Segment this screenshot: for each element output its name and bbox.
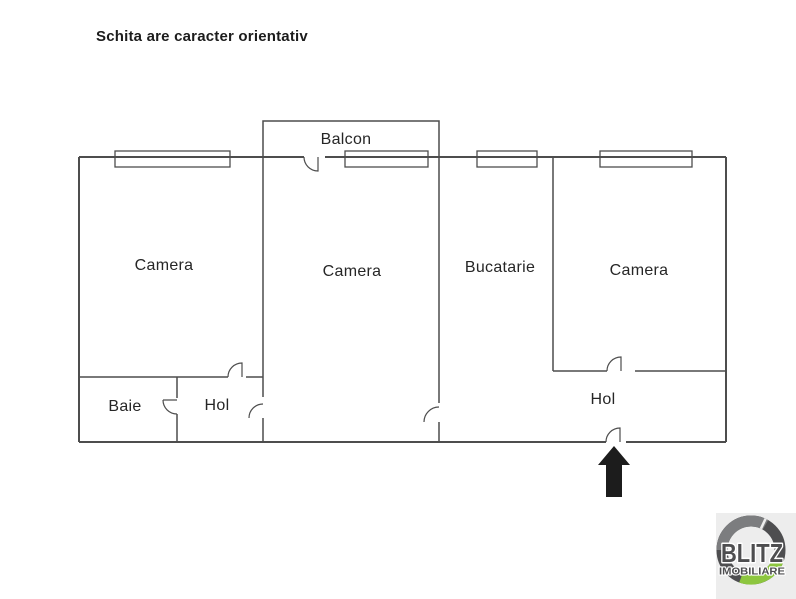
- balcony-walls: [262, 120, 440, 157]
- door-balcon: [303, 156, 319, 172]
- room-label-camera-left: Camera: [134, 257, 194, 274]
- logo-ring-slit: [759, 518, 767, 530]
- door-baie: [162, 399, 178, 415]
- agency-logo: BLITZ IMOBILIARE: [716, 513, 796, 599]
- logo-brand-text: BLITZ: [721, 538, 783, 568]
- room-label-camera-right: Camera: [609, 262, 669, 279]
- room-label-baie: Baie: [108, 398, 142, 415]
- logo-ring-highlight: [716, 515, 769, 551]
- window-camera-left: [114, 150, 231, 168]
- logo-subtitle-text: IMOBILIARE: [719, 566, 785, 578]
- window-balcon: [344, 150, 429, 168]
- plan-disclaimer: Schita are caracter orientativ: [96, 28, 308, 45]
- door-entrance: [605, 427, 621, 443]
- room-label-camera-middle: Camera: [322, 263, 382, 280]
- logo-ring-accent: [739, 557, 784, 585]
- outer-walls: [78, 156, 727, 443]
- room-label-hol-small: Hol: [204, 397, 230, 414]
- window-camera-right: [599, 150, 693, 168]
- window-bucatarie: [476, 150, 538, 168]
- room-label-balcon: Balcon: [320, 131, 372, 148]
- room-label-bucatarie: Bucatarie: [464, 259, 536, 276]
- door-camera-middle: [248, 403, 264, 419]
- door-hol-main: [423, 406, 440, 423]
- interior-walls: [79, 157, 726, 442]
- door-camera-left: [227, 362, 243, 378]
- room-label-hol-main: Hol: [590, 391, 616, 408]
- entrance-arrow-icon: [598, 446, 630, 497]
- door-camera-right: [606, 356, 622, 372]
